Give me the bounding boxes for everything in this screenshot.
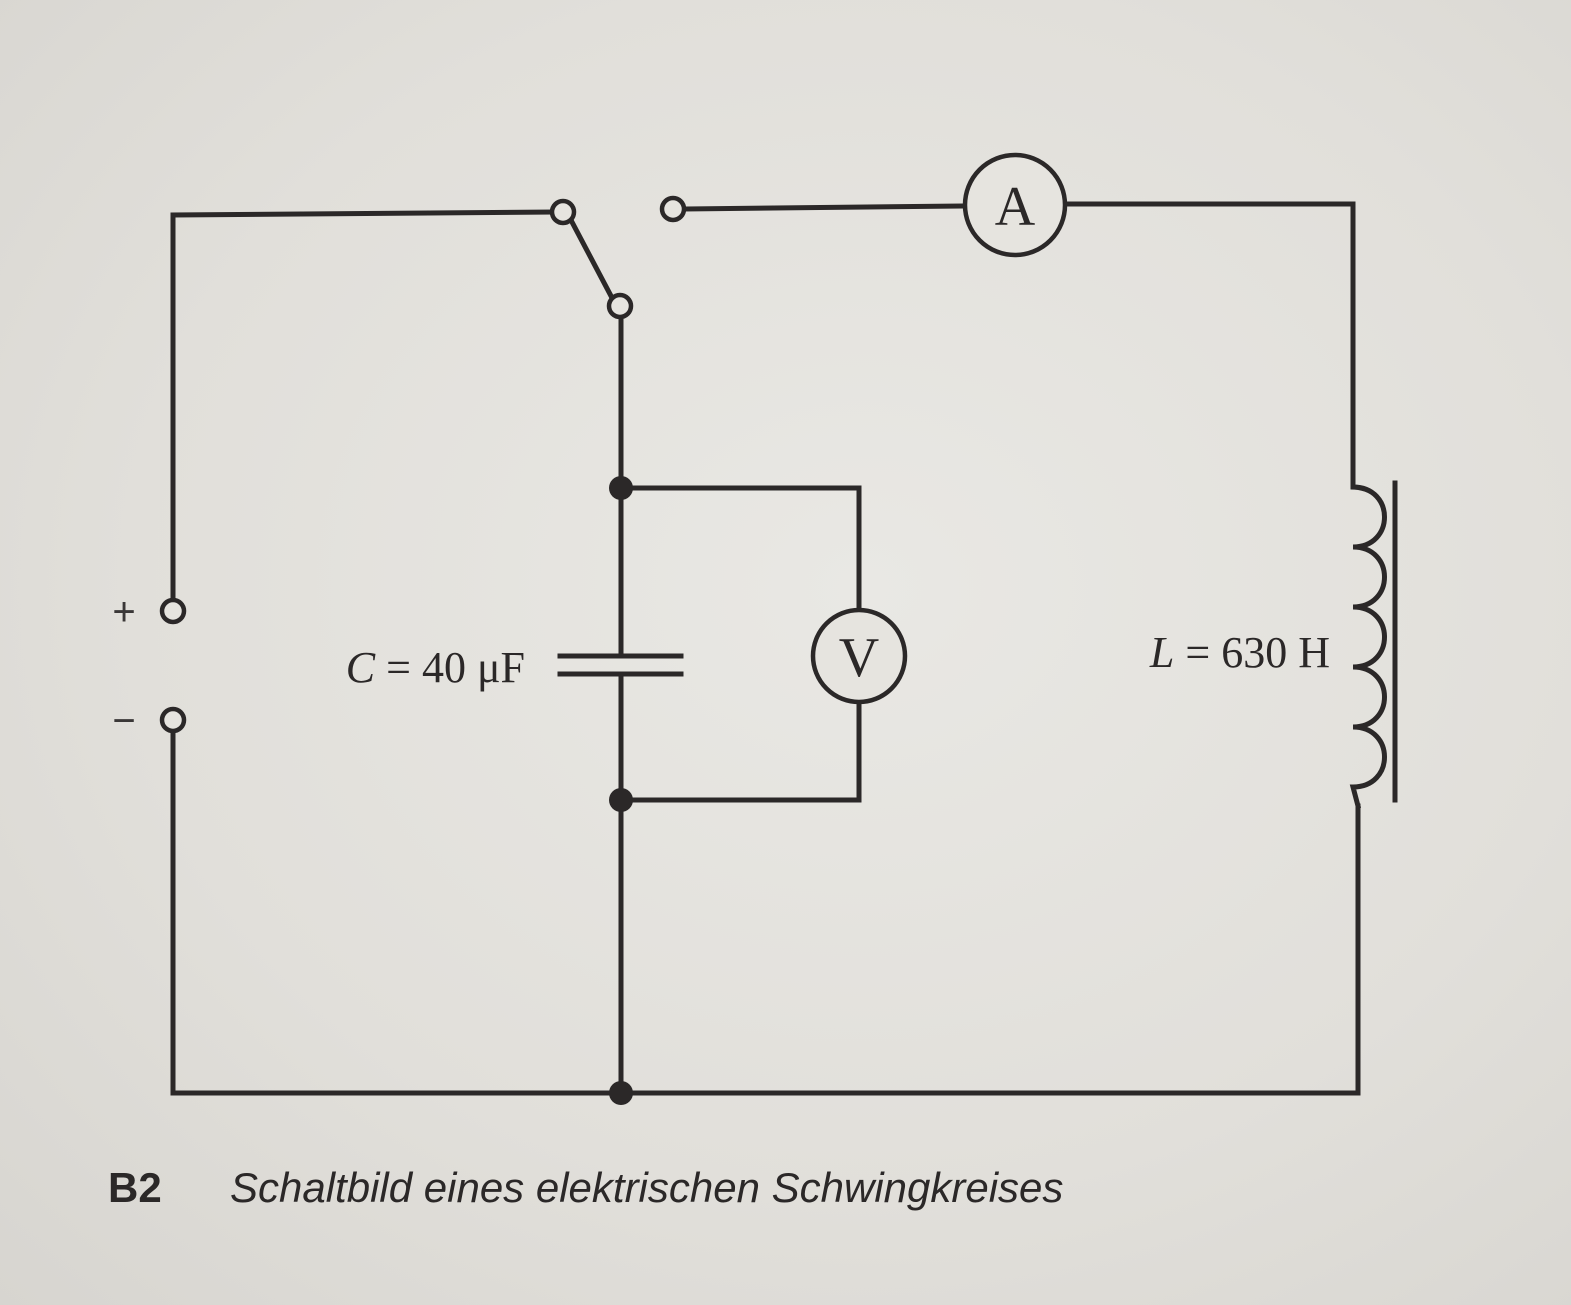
voltmeter bbox=[810, 607, 908, 705]
wire-top-right bbox=[683, 201, 1356, 490]
wire-source-plus bbox=[170, 209, 556, 601]
switch-pivot bbox=[606, 292, 634, 320]
switch-lever bbox=[568, 218, 615, 300]
inductor-value: = 630 H bbox=[1174, 628, 1330, 677]
capacitor-value: = 40 μF bbox=[375, 643, 525, 692]
voltmeter-label: V bbox=[839, 627, 879, 689]
junction-node bbox=[609, 788, 633, 812]
wire-source-minus bbox=[170, 728, 1361, 1096]
figure-number: B2 bbox=[108, 1164, 162, 1211]
ammeter bbox=[962, 152, 1068, 258]
switch-contact-right bbox=[659, 195, 687, 223]
figure-caption: B2 Schaltbild eines elektrischen Schwingk… bbox=[108, 1164, 1063, 1212]
ammeter-label: A bbox=[995, 176, 1036, 238]
plus-sign: + bbox=[112, 590, 135, 634]
capacitor-label: C = 40 μF bbox=[346, 643, 525, 692]
minus-sign: − bbox=[112, 699, 135, 743]
capacitor-symbol: C bbox=[346, 643, 376, 692]
inductor-label: L = 630 H bbox=[1149, 628, 1330, 677]
inductor-coil bbox=[1349, 484, 1387, 810]
junction-node bbox=[609, 476, 633, 500]
switch-contact-left bbox=[549, 198, 577, 226]
source-minus-terminal bbox=[159, 706, 187, 734]
junction-node bbox=[609, 1081, 633, 1105]
inductor-symbol: L bbox=[1149, 628, 1174, 677]
figure-caption-text: Schaltbild eines elektrischen Schwingkre… bbox=[230, 1164, 1064, 1211]
wire-voltmeter-branch bbox=[618, 485, 862, 803]
source-plus-terminal bbox=[159, 597, 187, 625]
